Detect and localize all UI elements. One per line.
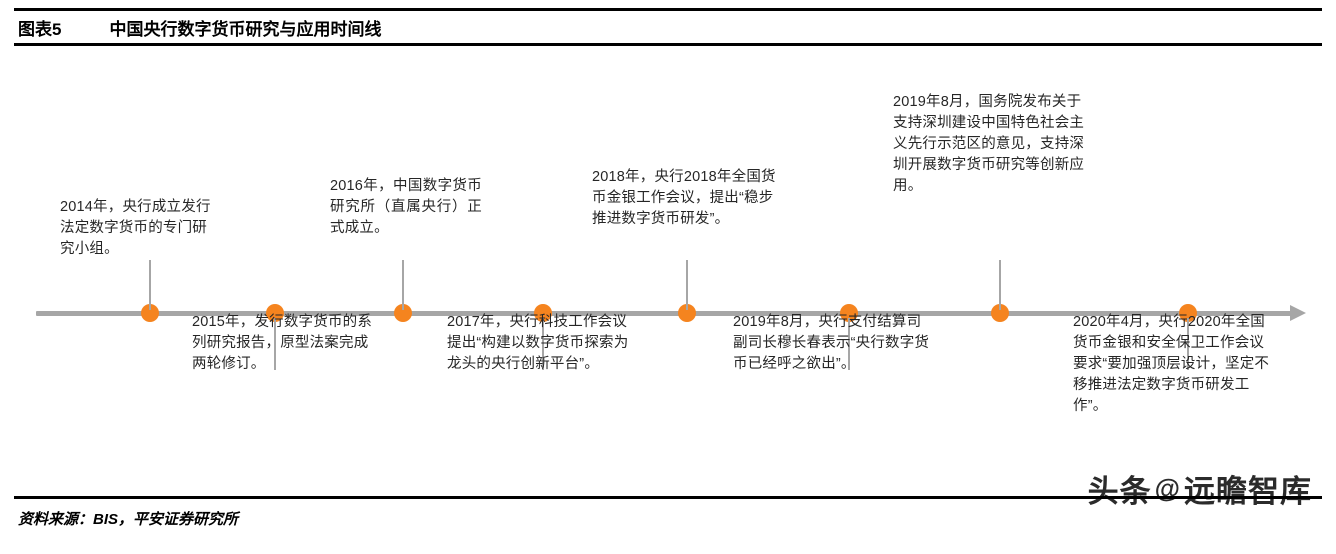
timeline-node-stem xyxy=(274,318,276,370)
page-title: 中国央行数字货币研究与应用时间线 xyxy=(109,19,382,39)
timeline-node-label: 2019年8月，央行支付结算司副司长穆长春表示“央行数字货币已经呼之欲出”。 xyxy=(733,314,930,372)
chart-header: 图表5 中国央行数字货币研究与应用时间线 xyxy=(14,8,1322,46)
timeline-node-dot[interactable] xyxy=(840,304,858,322)
timeline-node-dot[interactable] xyxy=(394,304,412,322)
timeline-node-dot[interactable] xyxy=(266,304,284,322)
timeline-node-stem xyxy=(848,318,850,370)
timeline-node-label: 2015年，发行数字货币的系列研究报告，原型法案完成两轮修订。 xyxy=(192,314,373,372)
timeline-node-dot[interactable] xyxy=(141,304,159,322)
watermark: 头条 @ 远瞻智库 xyxy=(1088,466,1312,511)
timeline-node-dot[interactable] xyxy=(678,304,696,322)
watermark-left-text: 头条 xyxy=(1087,474,1152,509)
timeline-node-label: 2019年8月，国务院发布关于支持深圳建设中国特色社会主义先行示范区的意见，支持… xyxy=(893,94,1085,194)
timeline-node-dot[interactable] xyxy=(1179,304,1197,322)
source-note: 资料来源：BIS，平安证券研究所 xyxy=(18,511,239,528)
footer-divider xyxy=(14,496,1322,536)
watermark-right-text: 远瞻智库 xyxy=(1184,474,1312,509)
timeline-node-stem xyxy=(542,318,544,370)
timeline-node-dot[interactable] xyxy=(991,304,1009,322)
timeline-node-stem xyxy=(999,260,1001,310)
timeline-diagram: 2014年，央行成立发行法定数字货币的专门研究小组。 2015年，发行数字货币的… xyxy=(0,46,1336,478)
timeline-node-stem xyxy=(686,260,688,310)
timeline-node-dot[interactable] xyxy=(534,304,552,322)
timeline-node-label: 2014年，央行成立发行法定数字货币的专门研究小组。 xyxy=(60,199,211,257)
timeline-node-label: 2016年，中国数字货币研究所（直属央行）正式成立。 xyxy=(330,178,482,236)
timeline-node-stem xyxy=(1187,318,1189,370)
timeline-node-label: 2018年，央行2018年全国货币金银工作会议，提出“稳步推进数字货币研发”。 xyxy=(592,169,776,227)
timeline-arrow-icon xyxy=(1290,305,1306,321)
timeline-axis xyxy=(36,311,1294,316)
timeline-node-label: 2020年4月，央行2020年全国货币金银和安全保卫工作会议要求“要加强顶层设计… xyxy=(1073,314,1270,414)
chart-index-label: 图表5 xyxy=(18,19,62,39)
timeline-node-stem xyxy=(402,260,404,310)
timeline-node-stem xyxy=(149,260,151,310)
timeline-node-label: 2017年，央行科技工作会议提出“构建以数字货币探索为龙头的央行创新平台”。 xyxy=(447,314,629,372)
